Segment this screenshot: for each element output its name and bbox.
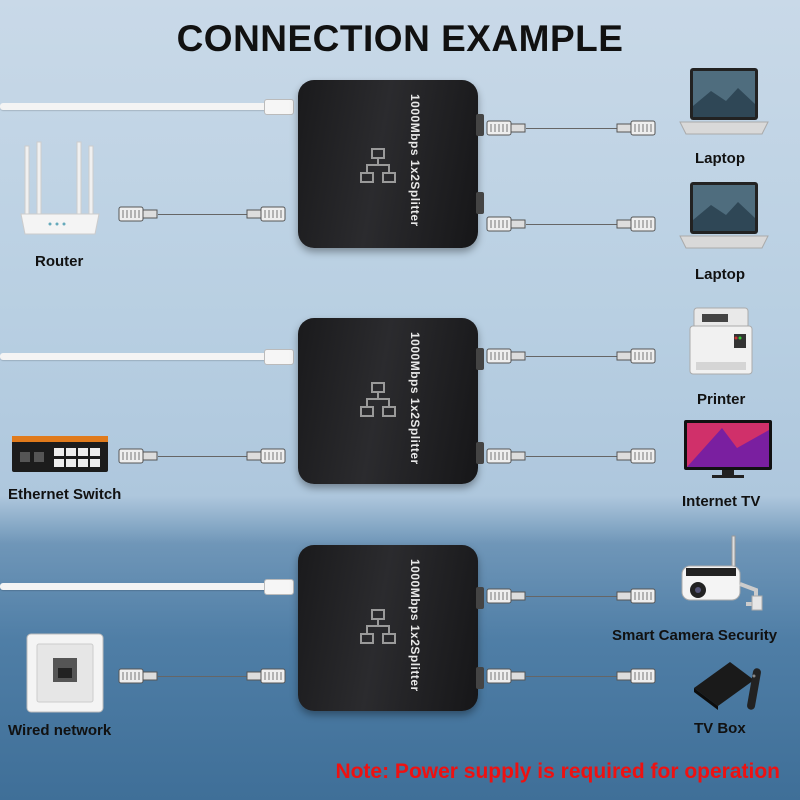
splitter-device: 1000Mbps 1x2Splitter: [298, 80, 484, 248]
splitter-label: 1000Mbps 1x2Splitter: [408, 94, 422, 227]
usb-plug: [264, 579, 294, 595]
rj45-connector-icon: [118, 668, 158, 684]
rj45-connector-icon: [118, 206, 158, 222]
output-port: [476, 348, 484, 370]
usb-plug: [264, 349, 294, 365]
device-label-ethernet-switch: Ethernet Switch: [8, 486, 122, 503]
device-label-laptop: Laptop: [695, 266, 745, 283]
wall-socket-icon: [26, 633, 104, 713]
cable-line: [526, 596, 618, 597]
output-port: [476, 667, 484, 689]
rj45-connector-icon: [486, 348, 526, 364]
power-cable: [0, 583, 270, 590]
output-port: [476, 587, 484, 609]
splitter-device: 1000Mbps 1x2Splitter: [298, 545, 484, 711]
power-cable: [0, 103, 270, 110]
cable-line: [158, 214, 248, 215]
cable-line: [158, 676, 248, 677]
splitter-label: 1000Mbps 1x2Splitter: [408, 559, 422, 692]
rj45-connector-icon: [246, 206, 286, 222]
cable-line: [158, 456, 248, 457]
cable-line: [526, 356, 618, 357]
rj45-connector-icon: [486, 448, 526, 464]
device-label-router: Router: [35, 253, 84, 270]
cable-line: [526, 456, 618, 457]
splitter-device: 1000Mbps 1x2Splitter: [298, 318, 484, 484]
rj45-connector-icon: [616, 668, 656, 684]
cable-line: [526, 676, 618, 677]
tv-box-icon: [694, 662, 761, 710]
splitter-label: 1000Mbps 1x2Splitter: [408, 332, 422, 465]
rj45-connector-icon: [616, 448, 656, 464]
rj45-connector-icon: [118, 448, 158, 464]
rj45-connector-icon: [486, 668, 526, 684]
power-note: Note: Power supply is required for opera…: [335, 760, 780, 783]
laptop-icon: [679, 68, 769, 135]
cable-line: [526, 128, 618, 129]
cable-line: [526, 224, 618, 225]
device-label-printer: Printer: [697, 391, 746, 408]
rj45-connector-icon: [486, 588, 526, 604]
security-camera-icon: [681, 535, 763, 611]
output-port: [476, 192, 484, 214]
rj45-connector-icon: [486, 120, 526, 136]
ethernet-icon: [360, 382, 396, 417]
device-label-tv-box: TV Box: [694, 720, 746, 737]
device-label-wired-network: Wired network: [8, 722, 112, 739]
rj45-connector-icon: [616, 120, 656, 136]
device-label-internet-tv: Internet TV: [682, 493, 761, 510]
power-cable: [0, 353, 270, 360]
output-port: [476, 442, 484, 464]
tv-icon: [684, 420, 772, 478]
device-label-laptop: Laptop: [695, 150, 745, 167]
router-icon: [20, 141, 100, 235]
rj45-connector-icon: [246, 668, 286, 684]
rj45-connector-icon: [616, 216, 656, 232]
printer-icon: [689, 307, 753, 375]
rj45-connector-icon: [486, 216, 526, 232]
rj45-connector-icon: [246, 448, 286, 464]
rj45-connector-icon: [616, 348, 656, 364]
usb-plug: [264, 99, 294, 115]
diagram-title: CONNECTION EXAMPLE: [176, 18, 624, 59]
ethernet-icon: [360, 609, 396, 644]
rj45-connector-icon: [616, 588, 656, 604]
ethernet-switch-icon: [12, 436, 108, 472]
ethernet-icon: [360, 148, 396, 183]
output-port: [476, 114, 484, 136]
laptop-icon: [679, 182, 769, 249]
device-label-smart-camera-security: Smart Camera Security: [612, 627, 778, 644]
